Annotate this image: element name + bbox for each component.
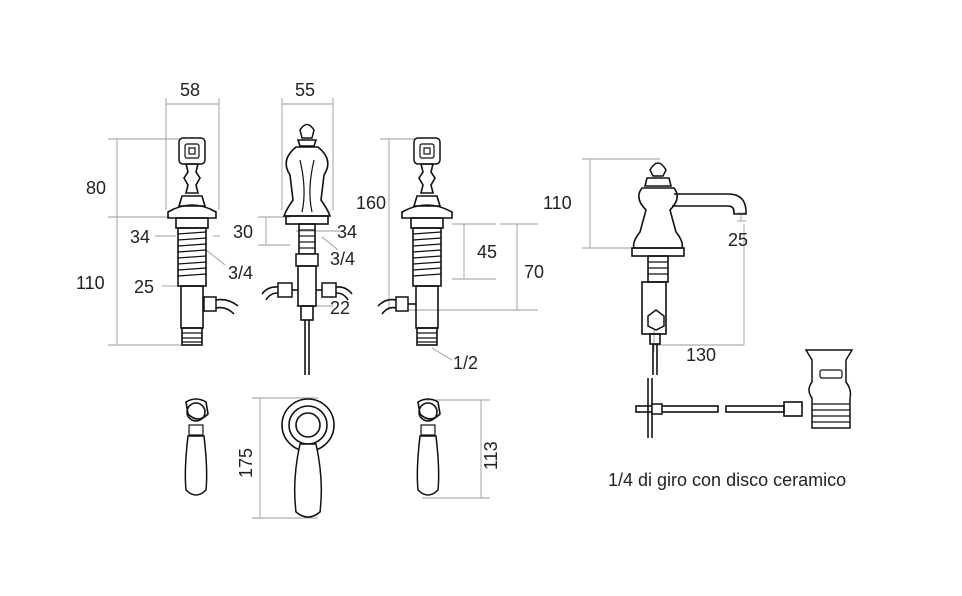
dim-80: 80 (86, 178, 106, 198)
dim-34-left: 34 (130, 227, 150, 247)
tap-front-view-c (377, 137, 453, 346)
dimension-labels: 58 55 80 110 34 25 3/4 30 34 3/4 22 160 … (76, 80, 748, 478)
dim-3-4-center: 3/4 (330, 249, 355, 269)
dim-25-side: 25 (728, 230, 748, 250)
lever-handle-center (281, 398, 335, 518)
dim-113: 113 (481, 441, 501, 470)
lever-handle-left (184, 398, 209, 496)
dim-70: 70 (524, 262, 544, 282)
pop-up-waste (635, 349, 854, 438)
lever-handle-right (416, 398, 441, 496)
dim-55: 55 (295, 80, 315, 100)
dim-175: 175 (236, 448, 256, 478)
dimension-lines (108, 98, 746, 519)
dim-34-center: 34 (337, 222, 357, 242)
tap-front-view-b-spout (261, 123, 353, 375)
dim-22: 22 (330, 298, 350, 318)
caption: 1/4 di giro con disco ceramico (608, 470, 846, 490)
dim-58: 58 (180, 80, 200, 100)
spout-side-view (631, 162, 747, 375)
dim-25-left: 25 (134, 277, 154, 297)
dim-1-2: 1/2 (453, 353, 478, 373)
tap-front-view-a (167, 137, 239, 346)
dim-30: 30 (233, 222, 253, 242)
dim-3-4-left: 3/4 (228, 263, 253, 283)
dim-110-side: 110 (543, 193, 572, 213)
dim-45: 45 (477, 242, 497, 262)
dim-110-left: 110 (76, 273, 105, 293)
dim-160: 160 (356, 193, 386, 213)
dim-130: 130 (686, 345, 716, 365)
